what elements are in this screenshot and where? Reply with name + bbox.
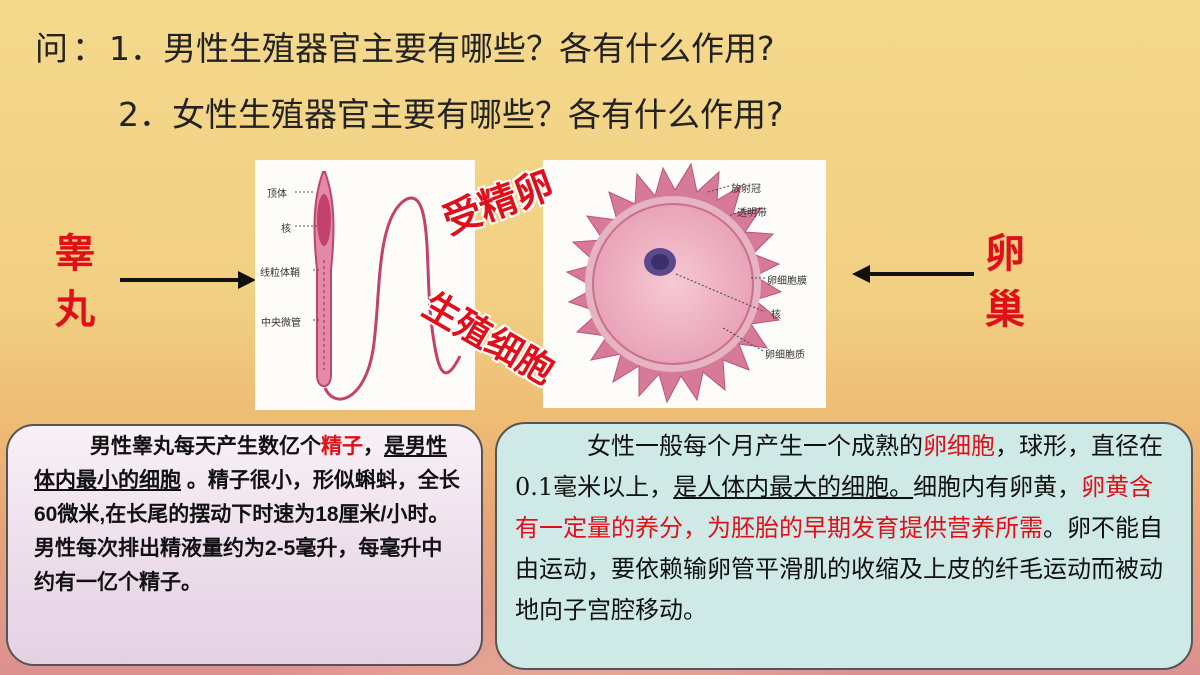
- egg-label-corona-radiata: 放射冠: [731, 184, 761, 195]
- sperm-label-nucleus: 核: [281, 224, 291, 235]
- testis-char-2: 丸: [55, 287, 95, 333]
- sperm-label-acrosome: 顶体: [267, 189, 287, 200]
- ovary-char-1: 卵: [985, 231, 1025, 277]
- left-arrow-icon: [852, 265, 974, 283]
- female-text-2: ，球形，直径在0.1毫米以上，: [515, 432, 1163, 501]
- egg-illustration: [565, 162, 783, 404]
- testis-char-1: 睾: [55, 231, 95, 277]
- female-text-yolk-nutrition: 卵黄含有一定量的养分，为胚胎的早期发育提供营养所需: [515, 473, 1154, 542]
- ovary-label: 卵 巢: [980, 226, 1030, 338]
- female-text-3: 细胞内有卵黄，: [913, 473, 1082, 501]
- question-prefix: 问：: [35, 29, 109, 68]
- sperm-diagram: 顶体 核 线粒体鞘 中央微管: [255, 160, 475, 410]
- male-info-box: 男性睾丸每天产生数亿个精子，是男性体内最小的细胞 。精子很小，形似蝌蚪，全长60…: [6, 424, 483, 666]
- question-1-text: 1．男性生殖器官主要有哪些？各有什么作用?: [109, 29, 775, 68]
- female-info-box: 女性一般每个月产生一个成熟的卵细胞，球形，直径在0.1毫米以上，是人体内最大的细…: [495, 422, 1193, 670]
- egg-diagram: 放射冠 透明带 卵细胞膜 核 卵细胞质: [543, 160, 826, 408]
- egg-label-nucleus: 核: [771, 310, 781, 321]
- male-text-rest: 。精子很小，形似蝌蚪，全长60微米,在长尾的摆动下时速为18厘米/小时。男性每次…: [34, 469, 460, 594]
- question-2: 2．女性生殖器官主要有哪些？各有什么作用?: [118, 95, 784, 134]
- egg-label-cell-membrane: 卵细胞膜: [767, 276, 807, 287]
- sperm-label-central-microtubule: 中央微管: [261, 318, 301, 329]
- male-text-smallest-cell: 是男性体内最小的细胞: [34, 435, 447, 492]
- sperm-label-mitochondrial-sheath: 线粒体鞘: [260, 268, 300, 279]
- sperm-illustration: [295, 171, 462, 401]
- female-text-egg-cell: 卵细胞: [923, 432, 995, 460]
- male-text-sperm: 精子: [321, 435, 363, 458]
- right-arrow-icon: [120, 271, 256, 289]
- female-text-1: 女性一般每个月产生一个成熟的: [587, 432, 923, 460]
- female-text-largest-cell: 是人体内最大的细胞。: [673, 473, 914, 501]
- female-text-rest: 。卵不能自由运动，要依赖输卵管平滑肌的收缩及上皮的纤毛运动而被动地向子宫腔移动。: [515, 514, 1163, 624]
- egg-label-cytoplasm: 卵细胞质: [765, 350, 805, 361]
- male-text-comma: ，: [363, 435, 384, 458]
- male-text-1: 男性睾丸每天产生数亿个: [90, 435, 321, 458]
- ovary-char-2: 巢: [985, 287, 1025, 333]
- testis-label: 睾 丸: [50, 226, 100, 338]
- question-1: 问：1．男性生殖器官主要有哪些？各有什么作用?: [35, 22, 775, 70]
- egg-label-zona-pellucida: 透明带: [737, 208, 767, 219]
